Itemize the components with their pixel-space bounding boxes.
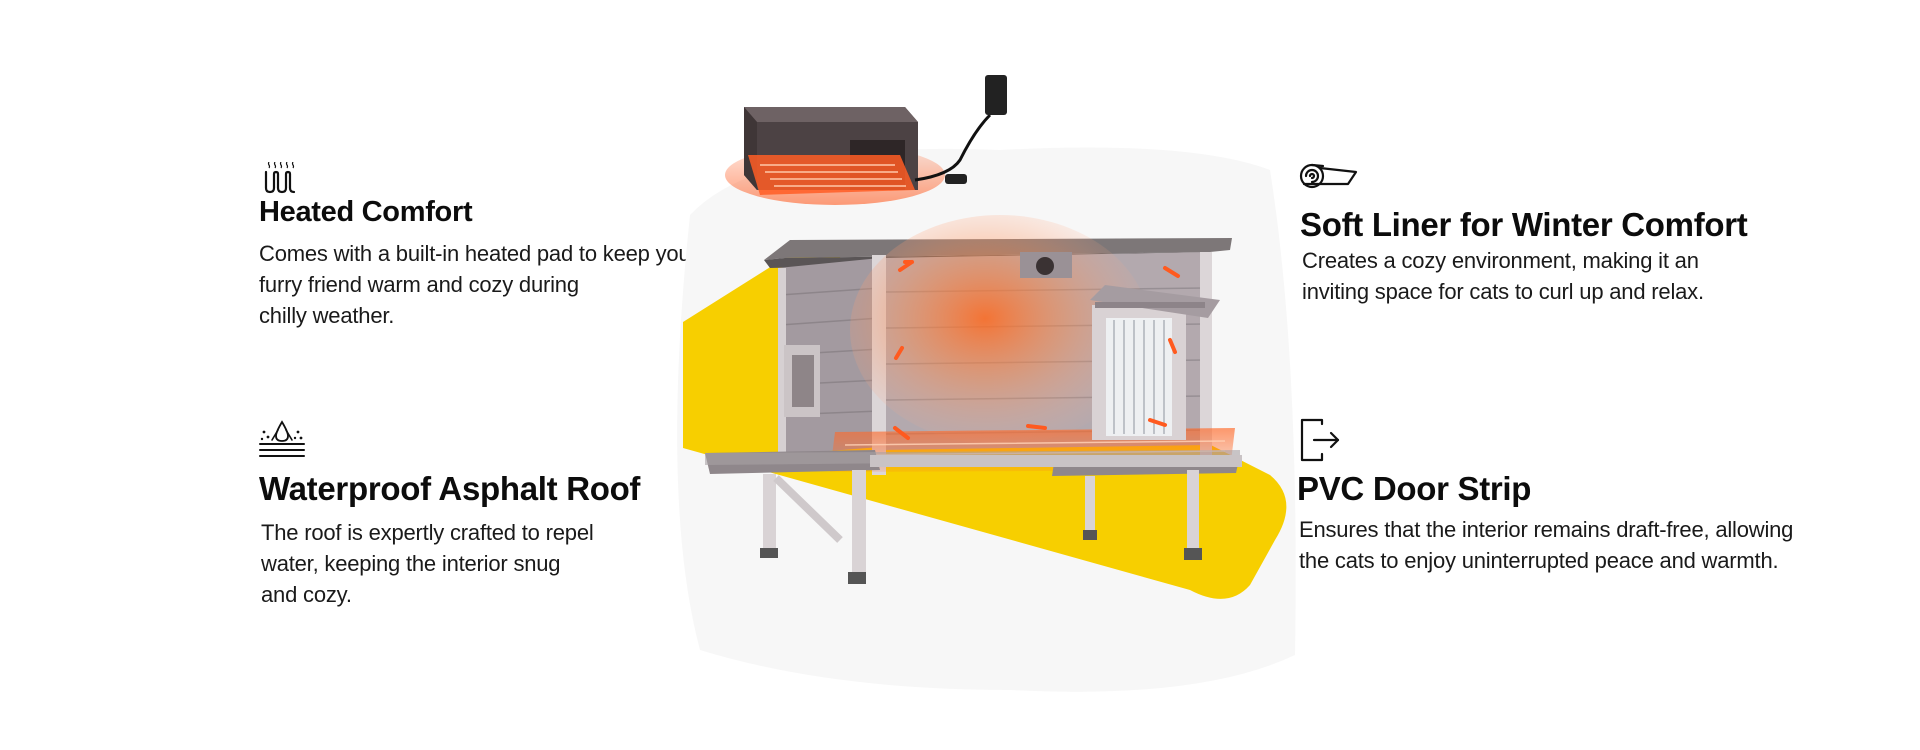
cat-house — [705, 215, 1242, 584]
door-exit-icon — [1300, 418, 1340, 462]
description-line: Creates a cozy environment, making it an — [1302, 248, 1699, 273]
description-line: Comes with a built-in heated pad to keep… — [259, 241, 698, 266]
feature-description: Comes with a built-in heated pad to keep… — [259, 238, 698, 331]
description-line: water, keeping the interior snug — [261, 551, 561, 576]
feature-description: Ensures that the interior remains draft-… — [1299, 514, 1793, 576]
description-line: the cats to enjoy uninterrupted peace an… — [1299, 548, 1779, 573]
rolled-mat-icon — [1299, 163, 1358, 189]
description-line: Ensures that the interior remains draft-… — [1299, 517, 1794, 542]
description-line: furry friend warm and cozy during — [259, 272, 579, 297]
feature-description: The roof is expertly crafted to repel wa… — [261, 517, 594, 610]
heater-icon — [264, 162, 296, 194]
description-line: inviting space for cats to curl up and r… — [1302, 279, 1704, 304]
description-line: chilly weather. — [259, 303, 395, 328]
cat-house-illustration — [677, 75, 1296, 692]
feature-title: PVC Door Strip — [1297, 470, 1532, 507]
heated-pad-box — [725, 75, 1007, 205]
description-line: and cozy. — [261, 582, 352, 607]
feature-title: Soft Liner for Winter Comfort — [1300, 206, 1748, 243]
feature-title: Heated Comfort — [259, 196, 473, 228]
feature-description: Creates a cozy environment, making it an… — [1302, 245, 1704, 307]
feature-title: Waterproof Asphalt Roof — [259, 470, 641, 507]
description-line: The roof is expertly crafted to repel — [261, 520, 594, 545]
waterproof-roof-icon — [259, 420, 305, 457]
